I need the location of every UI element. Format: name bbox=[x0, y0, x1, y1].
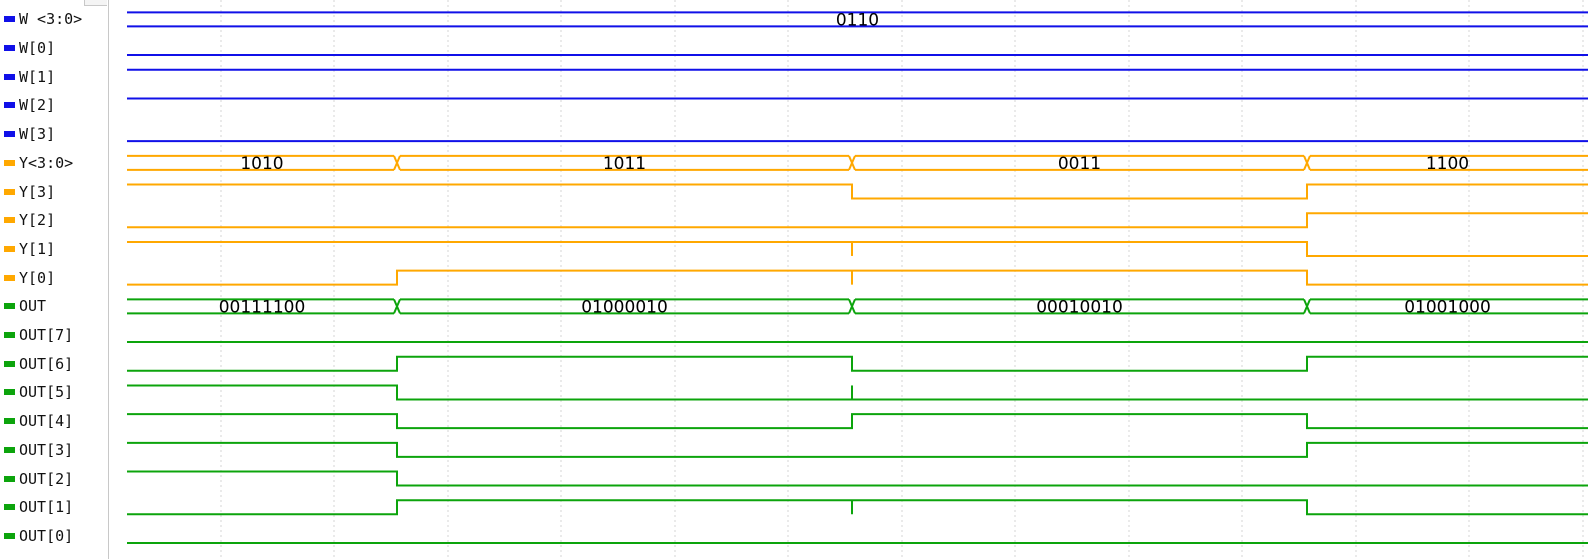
bus-transition bbox=[393, 155, 401, 171]
signal-trace bbox=[127, 384, 1588, 401]
signal-row-out-3[interactable]: OUT[3] bbox=[4, 436, 73, 464]
signal-name: Y[2] bbox=[19, 211, 56, 230]
signal-name: W[3] bbox=[19, 125, 56, 144]
signal-row-out-5[interactable]: OUT[5] bbox=[4, 378, 73, 406]
bus-transition bbox=[1303, 155, 1311, 171]
signal-row-y-1[interactable]: Y[1] bbox=[4, 235, 55, 263]
grid-lines bbox=[220, 0, 1584, 559]
bus-value-label: 00010010 bbox=[1036, 297, 1123, 317]
signal-color-swatch bbox=[4, 332, 15, 339]
signal-row-out-4[interactable]: OUT[4] bbox=[4, 407, 73, 435]
bus-segment bbox=[400, 154, 849, 171]
bus-segment bbox=[127, 11, 1588, 28]
bus-value-label: 01000010 bbox=[581, 297, 668, 317]
signal-name: OUT[7] bbox=[19, 326, 74, 345]
bus-segment bbox=[855, 154, 1304, 171]
signal-row-w-1[interactable]: W[1] bbox=[4, 63, 55, 91]
signal-row-w-3-0[interactable]: W <3:0> bbox=[4, 5, 82, 33]
bus-segment bbox=[1310, 298, 1588, 315]
signal-name: OUT[3] bbox=[19, 440, 74, 459]
bus-transition bbox=[1303, 298, 1311, 314]
signal-row-out-1[interactable]: OUT[1] bbox=[4, 493, 73, 521]
signal-name: OUT bbox=[19, 297, 47, 316]
signal-trace bbox=[127, 441, 1588, 458]
signal-row-out-7[interactable]: OUT[7] bbox=[4, 321, 73, 349]
signal-trace bbox=[127, 212, 1588, 229]
signal-color-swatch bbox=[4, 217, 15, 224]
signal-color-swatch bbox=[4, 418, 15, 425]
bus-segment bbox=[1310, 154, 1588, 171]
signal-color-swatch bbox=[4, 303, 15, 310]
signal-name: OUT[5] bbox=[19, 383, 74, 402]
signal-color-swatch bbox=[4, 389, 15, 396]
signal-name: OUT[1] bbox=[19, 498, 74, 517]
signal-color-swatch bbox=[4, 131, 15, 138]
signal-row-w-3[interactable]: W[3] bbox=[4, 120, 55, 148]
signal-color-swatch bbox=[4, 16, 15, 23]
signal-color-swatch bbox=[4, 504, 15, 511]
signal-row-w-2[interactable]: W[2] bbox=[4, 91, 55, 119]
signal-color-swatch bbox=[4, 446, 15, 453]
signal-name: W <3:0> bbox=[19, 10, 83, 29]
bus-segment bbox=[127, 154, 394, 171]
signal-color-swatch bbox=[4, 274, 15, 281]
signal-row-y-2[interactable]: Y[2] bbox=[4, 206, 55, 234]
bus-transition bbox=[848, 155, 856, 171]
signal-trace bbox=[127, 269, 1588, 286]
signal-row-y-3-0[interactable]: Y<3:0> bbox=[4, 149, 73, 177]
signal-row-out-0[interactable]: OUT[0] bbox=[4, 522, 73, 550]
signal-name: W[2] bbox=[19, 96, 56, 115]
bus-transition bbox=[393, 298, 401, 314]
bus-value-label: 0011 bbox=[1058, 154, 1101, 174]
signal-name: OUT[2] bbox=[19, 469, 74, 488]
signal-color-swatch bbox=[4, 532, 15, 539]
signal-color-swatch bbox=[4, 475, 15, 482]
bus-value-label: 0110 bbox=[836, 10, 879, 30]
signal-color-swatch bbox=[4, 73, 15, 80]
signal-row-out-6[interactable]: OUT[6] bbox=[4, 350, 73, 378]
signal-name: Y<3:0> bbox=[19, 153, 74, 172]
bus-value-label: 1100 bbox=[1426, 154, 1469, 174]
signal-row-out-2[interactable]: OUT[2] bbox=[4, 465, 73, 493]
signal-color-swatch bbox=[4, 360, 15, 367]
panel-resize-handle[interactable] bbox=[84, 0, 107, 6]
signal-trace bbox=[127, 183, 1588, 200]
bus-value-label: 01001000 bbox=[1404, 297, 1491, 317]
signal-name: OUT[6] bbox=[19, 354, 74, 373]
signal-trace bbox=[127, 470, 1588, 487]
signal-trace bbox=[127, 355, 1588, 372]
signal-trace bbox=[127, 499, 1588, 516]
signal-color-swatch bbox=[4, 188, 15, 195]
signal-name: Y[3] bbox=[19, 182, 56, 201]
bus-segment bbox=[400, 298, 849, 315]
signal-row-y-0[interactable]: Y[0] bbox=[4, 264, 55, 292]
signal-name-panel: W <3:0> W[0] W[1] W[2] W[3] Y<3:0> Y[3] Y[2] Y[1… bbox=[0, 0, 108, 559]
signal-name: Y[0] bbox=[19, 268, 56, 287]
signal-name: OUT[0] bbox=[19, 526, 74, 545]
signal-trace bbox=[127, 413, 1588, 430]
bus-value-label: 1010 bbox=[240, 154, 283, 174]
signal-color-swatch bbox=[4, 45, 15, 52]
signal-name: W[0] bbox=[19, 39, 56, 58]
signal-row-out[interactable]: OUT bbox=[4, 292, 46, 320]
bus-transition bbox=[848, 298, 856, 314]
bus-segment bbox=[855, 298, 1304, 315]
signal-color-swatch bbox=[4, 245, 15, 252]
bus-segment bbox=[127, 298, 394, 315]
signal-row-w-0[interactable]: W[0] bbox=[4, 34, 55, 62]
bus-value-label: 1011 bbox=[603, 154, 646, 174]
signal-color-swatch bbox=[4, 159, 15, 166]
signal-color-swatch bbox=[4, 102, 15, 109]
panel-divider[interactable] bbox=[108, 0, 109, 559]
signal-trace bbox=[127, 240, 1588, 257]
bus-value-label: 00111100 bbox=[219, 297, 306, 317]
signal-name: OUT[4] bbox=[19, 412, 74, 431]
signal-row-y-3[interactable]: Y[3] bbox=[4, 178, 55, 206]
signal-name: W[1] bbox=[19, 67, 56, 86]
signal-name: Y[1] bbox=[19, 239, 56, 258]
